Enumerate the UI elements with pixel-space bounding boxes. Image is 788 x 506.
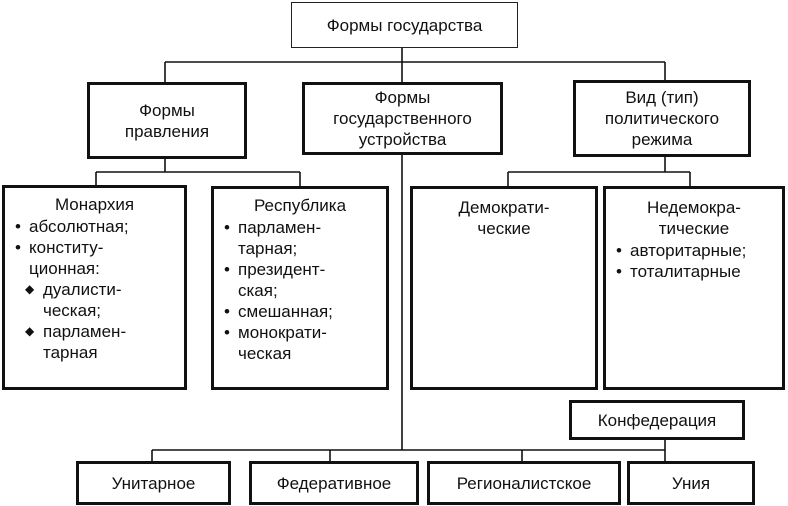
republic-item-monocratic-text-2: ческая: [238, 344, 292, 363]
monarchy-item-absolute: • абсолютная;: [13, 216, 176, 237]
republic-title: Республика: [253, 196, 347, 215]
state-structure-line-3: устройства: [358, 130, 447, 149]
state-structure-line-1: Формы: [374, 88, 431, 107]
unitary-box: Унитарное: [76, 461, 231, 505]
monarchy-box: Монархия • абсолютная; • конститу- ционн…: [2, 185, 187, 390]
political-regime-line-1: Вид (тип): [625, 88, 699, 107]
republic-item-monocratic-cont: ческая: [222, 343, 378, 364]
confederation-box: Конфедерация: [569, 400, 745, 440]
democratic-box: Демократи- ческие: [410, 186, 598, 390]
union-label: Уния: [671, 473, 711, 493]
republic-box: Республика • парламен- тарная; • президе…: [211, 186, 389, 390]
bullet-icon: •: [224, 302, 230, 321]
government-forms-line-2: правления: [124, 121, 210, 141]
monarchy-subitem-parliamentary-text-2: тарная: [43, 343, 98, 362]
monarchy-subitem-dualistic-text-1: дуалисти-: [43, 280, 122, 299]
bullet-icon: •: [616, 262, 622, 281]
bullet-icon: •: [15, 238, 21, 257]
monarchy-title: Монархия: [54, 195, 135, 214]
monarchy-item-constitutional-cont: ционная:: [13, 258, 176, 279]
republic-item-parliamentary-text-1: парламен-: [238, 218, 322, 237]
state-structure-box: Формы государственного устройства: [302, 82, 503, 155]
bullet-icon: •: [224, 260, 230, 279]
republic-item-presidential-text-1: президент-: [238, 260, 326, 279]
republic-item-parliamentary: • парламен-: [222, 217, 378, 238]
government-forms-line-1: Формы: [139, 100, 195, 120]
monarchy-subitem-parliamentary: ◆ парламен-: [13, 321, 176, 342]
republic-item-monocratic: • монократи-: [222, 322, 378, 343]
monarchy-subitem-dualistic-cont: ческая;: [13, 300, 176, 321]
nondemocratic-box: Недемокра- тические • авторитарные; • то…: [603, 186, 785, 390]
monarchy-item-constitutional-text-2: ционная:: [29, 259, 100, 278]
regionalist-label: Регионалистское: [456, 473, 592, 493]
monarchy-item-constitutional-text-1: конститу-: [29, 238, 104, 257]
monarchy-subitem-dualistic-text-2: ческая;: [43, 301, 102, 320]
republic-item-monocratic-text-1: монократи-: [238, 323, 327, 342]
republic-item-presidential: • президент-: [222, 259, 378, 280]
government-forms-box: Формы правления: [87, 82, 247, 159]
federative-label: Федеративное: [276, 473, 392, 493]
bullet-icon: •: [616, 241, 622, 260]
republic-item-parliamentary-text-2: тарная;: [238, 239, 298, 258]
nondemocratic-item-authoritarian: • авторитарные;: [614, 240, 774, 261]
diamond-bullet-icon: ◆: [25, 324, 35, 338]
union-box: Уния: [627, 461, 755, 505]
regionalist-box: Регионалистское: [427, 461, 621, 505]
republic-item-parliamentary-cont: тарная;: [222, 238, 378, 259]
monarchy-item-absolute-text: абсолютная;: [29, 217, 129, 236]
bullet-icon: •: [15, 217, 21, 236]
federative-box: Федеративное: [249, 461, 419, 505]
republic-item-mixed-text: смешанная;: [238, 302, 333, 321]
monarchy-subitem-parliamentary-cont: тарная: [13, 342, 176, 363]
nondemocratic-item-totalitarian-text: тоталитарные: [630, 262, 741, 281]
political-regime-box: Вид (тип) политического режима: [573, 80, 751, 157]
monarchy-subitem-parliamentary-text-1: парламен-: [43, 322, 127, 341]
republic-item-mixed: • смешанная;: [222, 301, 378, 322]
monarchy-item-constitutional: • конститу-: [13, 237, 176, 258]
confederation-label: Конфедерация: [597, 410, 717, 430]
nondemocratic-title-1: Недемокра-: [647, 198, 741, 217]
bullet-icon: •: [224, 323, 230, 342]
nondemocratic-item-totalitarian: • тоталитарные: [614, 261, 774, 282]
political-regime-line-3: режима: [631, 130, 693, 149]
nondemocratic-item-authoritarian-text: авторитарные;: [630, 241, 747, 260]
root-title: Формы государства: [326, 15, 483, 35]
democratic-line-2: ческие: [477, 219, 531, 238]
political-regime-line-2: политического: [604, 109, 720, 128]
bullet-icon: •: [224, 218, 230, 237]
root-box: Формы государства: [291, 2, 518, 48]
monarchy-subitem-dualistic: ◆ дуалисти-: [13, 279, 176, 300]
nondemocratic-title-2: тические: [658, 219, 730, 238]
state-structure-line-2: государственного: [333, 109, 472, 128]
republic-item-presidential-cont: ская;: [222, 280, 378, 301]
unitary-label: Унитарное: [111, 473, 196, 493]
diamond-bullet-icon: ◆: [25, 282, 35, 296]
republic-item-presidential-text-2: ская;: [238, 281, 278, 300]
democratic-line-1: Демократи-: [458, 198, 550, 217]
